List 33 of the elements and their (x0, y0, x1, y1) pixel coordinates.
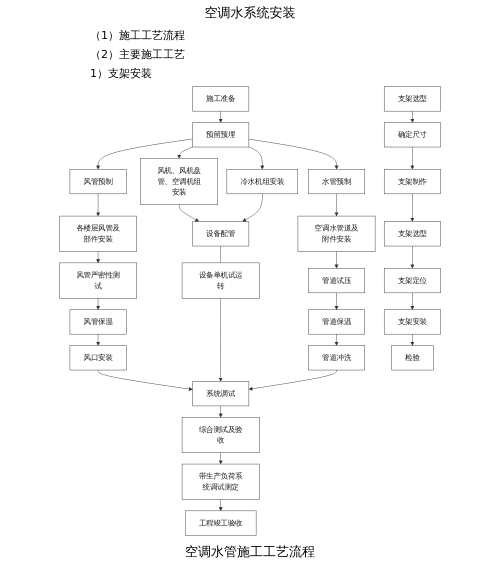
node-box (192, 221, 250, 246)
node-box (70, 309, 126, 334)
node-box (59, 262, 137, 299)
node-box (384, 122, 441, 148)
diagram-title: 空调水系统安装 (204, 5, 296, 22)
diagram-caption: 空调水管施工工艺流程 (185, 544, 315, 561)
node-box (192, 381, 250, 406)
node-box (384, 169, 441, 194)
node-box (185, 510, 256, 536)
node-box (308, 169, 365, 194)
node-box (192, 122, 250, 148)
node-box (384, 86, 441, 112)
node-box (308, 345, 365, 370)
node-box (59, 216, 137, 252)
node-box (192, 86, 250, 112)
section-heading: （1）施工工艺流程 (89, 28, 185, 43)
node-box (308, 268, 365, 294)
node-box (384, 221, 441, 246)
node-box (384, 309, 441, 334)
node-box (182, 262, 260, 299)
node-box (391, 345, 434, 370)
node-box (70, 169, 126, 194)
node-box (308, 309, 365, 334)
connector (220, 246, 221, 264)
node-box (298, 216, 376, 252)
node-box (140, 158, 218, 205)
section-heading: （2）主要施工工艺 (89, 47, 185, 62)
node-box (70, 345, 126, 370)
node-box (226, 169, 298, 194)
node-box (182, 464, 260, 500)
node-box (384, 268, 441, 294)
section-heading: 1）支架安装 (89, 66, 152, 81)
node-box (182, 417, 260, 453)
